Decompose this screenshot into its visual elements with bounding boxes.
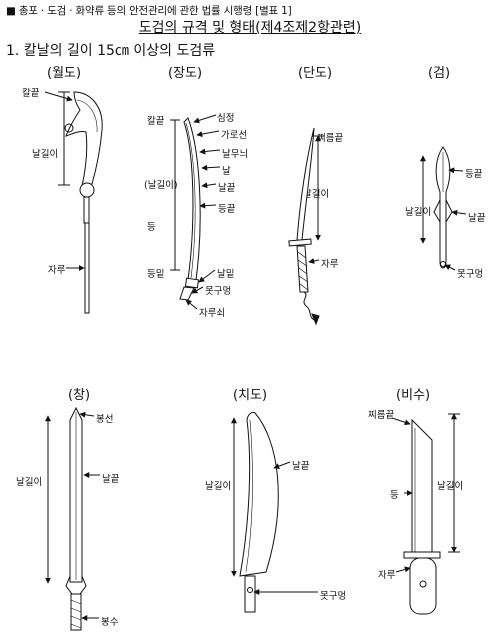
part-label: 자루 — [48, 265, 66, 276]
chang-drawing — [45, 406, 100, 631]
weapon-label-geom: (검) — [428, 66, 451, 81]
part-label: 못구멍 — [205, 286, 232, 297]
part-label: 날끝 — [102, 474, 120, 485]
part-label: 자루쇠 — [199, 308, 226, 319]
part-label: 날 — [222, 166, 231, 177]
part-label: 날밑 — [217, 269, 235, 280]
part-label: 못구멍 — [320, 591, 347, 602]
weapon-label-dando: (단도) — [298, 66, 333, 81]
document-header: ■ 총포 · 도검 · 화약류 등의 안전관리에 관한 법률 시행령 [별표 1… — [6, 5, 292, 17]
dando-drawing — [288, 127, 324, 326]
part-label: 날길이 — [205, 481, 232, 492]
part-label: 날끝 — [218, 183, 236, 194]
part-label: 칼끝 — [147, 116, 165, 127]
part-label: 날길이 — [405, 207, 432, 218]
part-label: 심정 — [217, 113, 235, 124]
part-label: 등 — [147, 222, 156, 233]
part-label: 등끝 — [218, 204, 236, 215]
part-label: 자루 — [378, 570, 396, 581]
part-label: 날길이 — [16, 477, 43, 488]
part-label: 등 — [390, 490, 399, 501]
weapon-label-jangdo: (장도) — [168, 66, 203, 81]
part-label: 가로선 — [221, 130, 248, 141]
part-label: (날길이) — [144, 180, 178, 191]
bisu-drawing — [391, 413, 460, 615]
part-label: 봉수 — [101, 617, 119, 628]
part-label: 날무늬 — [222, 149, 249, 160]
part-label: 찌름끝 — [368, 410, 395, 421]
part-label: 등끝 — [465, 169, 483, 180]
weapon-label-chido: (치도) — [233, 388, 268, 403]
part-label: 자루 — [321, 259, 339, 270]
part-label: 날길이 — [32, 149, 59, 160]
part-label: 찌름끝 — [317, 133, 344, 144]
geom-drawing — [420, 146, 467, 271]
part-label: 등밑 — [147, 269, 165, 280]
part-label: 못구멍 — [457, 269, 484, 280]
part-label: 날길이 — [437, 481, 464, 492]
document-title: 도검의 규격 및 형태(제4조제2항관련) — [138, 20, 362, 36]
weapon-label-chang: (창) — [68, 388, 91, 403]
jangdo-drawing — [170, 114, 221, 310]
chido-drawing — [231, 411, 318, 613]
section-heading: 1. 칼날의 길이 15㎝ 이상의 도검류 — [6, 43, 216, 59]
part-label: 봉선 — [96, 414, 114, 425]
weapon-label-woldo: (월도) — [47, 66, 82, 81]
weapon-label-bisu: (비수) — [396, 388, 431, 403]
part-label: 칼끝 — [22, 88, 40, 99]
part-label: 날끝 — [292, 461, 310, 472]
woldo-drawing — [44, 91, 103, 314]
part-label: 날끝 — [468, 213, 486, 224]
